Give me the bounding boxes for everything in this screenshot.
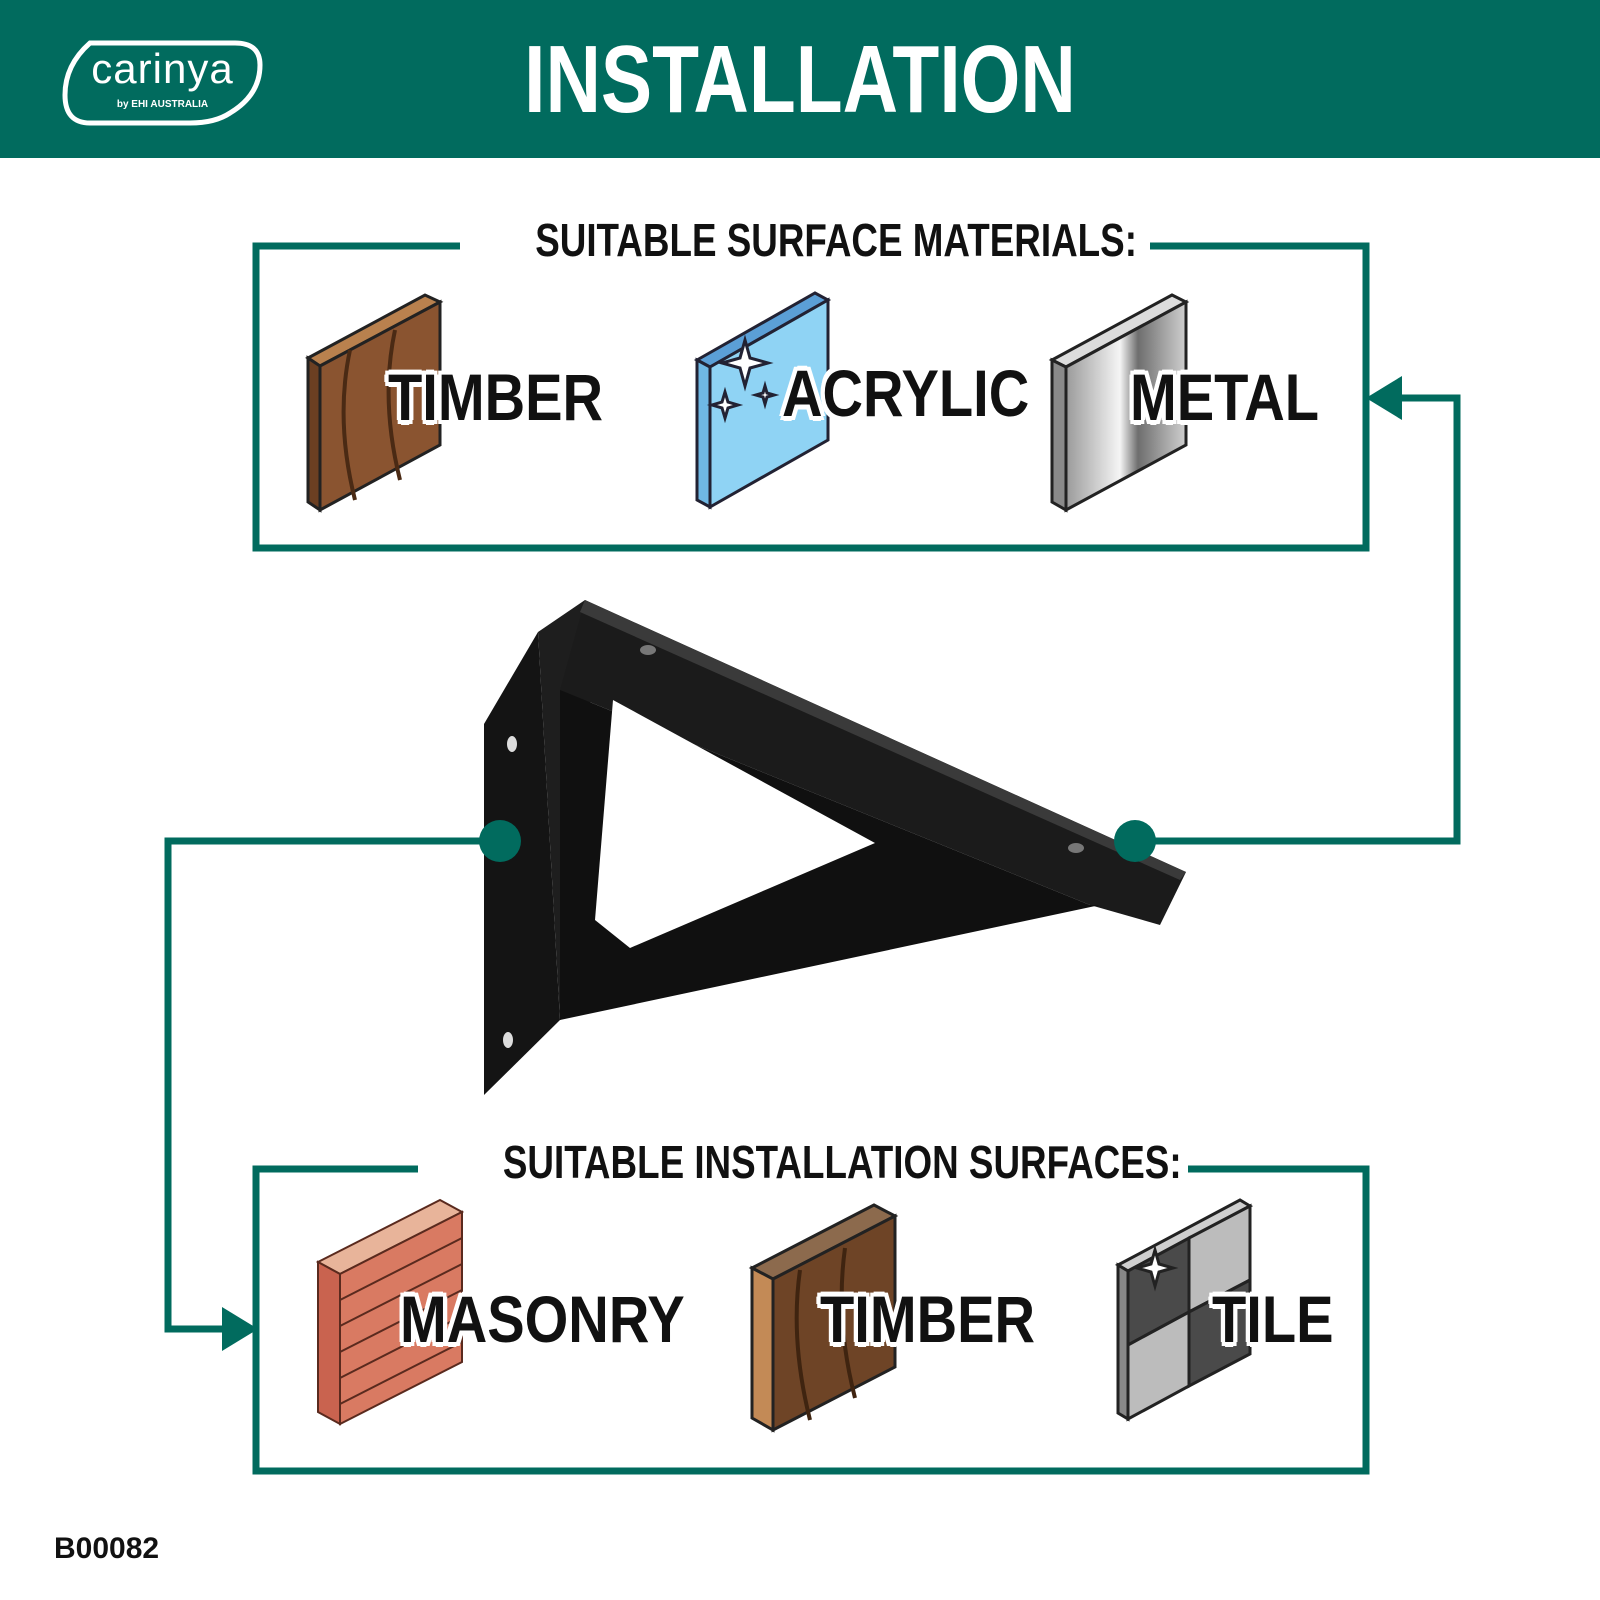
logo-outline-icon [62, 40, 263, 126]
timber-wall-icon [748, 1203, 899, 1433]
timber-board-icon [305, 293, 444, 513]
shelf-bracket-icon [484, 600, 1186, 1095]
material-label-metal: METAL [1130, 360, 1320, 434]
header-bar: carinya by EHI AUSTRALIA INSTALLATION [0, 0, 1600, 158]
logo-wordmark: carinya [91, 45, 234, 92]
arrow-right-frame-icon [1366, 376, 1402, 420]
logo-subtitle: by EHI AUSTRALIA [116, 99, 209, 110]
surface-label-tile: TILE [1212, 1282, 1334, 1356]
bracket-point-wall [479, 820, 521, 862]
materials-section-title: SUITABLE SURFACE MATERIALS: [460, 212, 1150, 268]
acrylic-panel-icon [693, 291, 832, 510]
product-code: B00082 [54, 1532, 160, 1565]
surfaces-section-title: SUITABLE INSTALLATION SURFACES: [418, 1134, 1188, 1190]
metal-sheet-icon [1048, 293, 1190, 513]
tile-wall-icon [1114, 1198, 1254, 1422]
connector-to-materials [1135, 394, 1461, 845]
material-label-timber: TIMBER [388, 360, 604, 434]
brick-wall-icon [315, 1198, 465, 1426]
surface-label-timber: TIMBER [820, 1282, 1036, 1356]
bracket-point-shelf [1114, 820, 1156, 862]
page-title: INSTALLATION [524, 26, 1076, 133]
arrow-left-frame-icon [222, 1307, 258, 1351]
material-label-acrylic: ACRYLIC [782, 356, 1030, 430]
surface-label-masonry: MASONRY [400, 1282, 685, 1356]
carinya-logo: carinya by EHI AUSTRALIA [60, 35, 265, 127]
connector-to-surfaces [164, 837, 500, 1333]
